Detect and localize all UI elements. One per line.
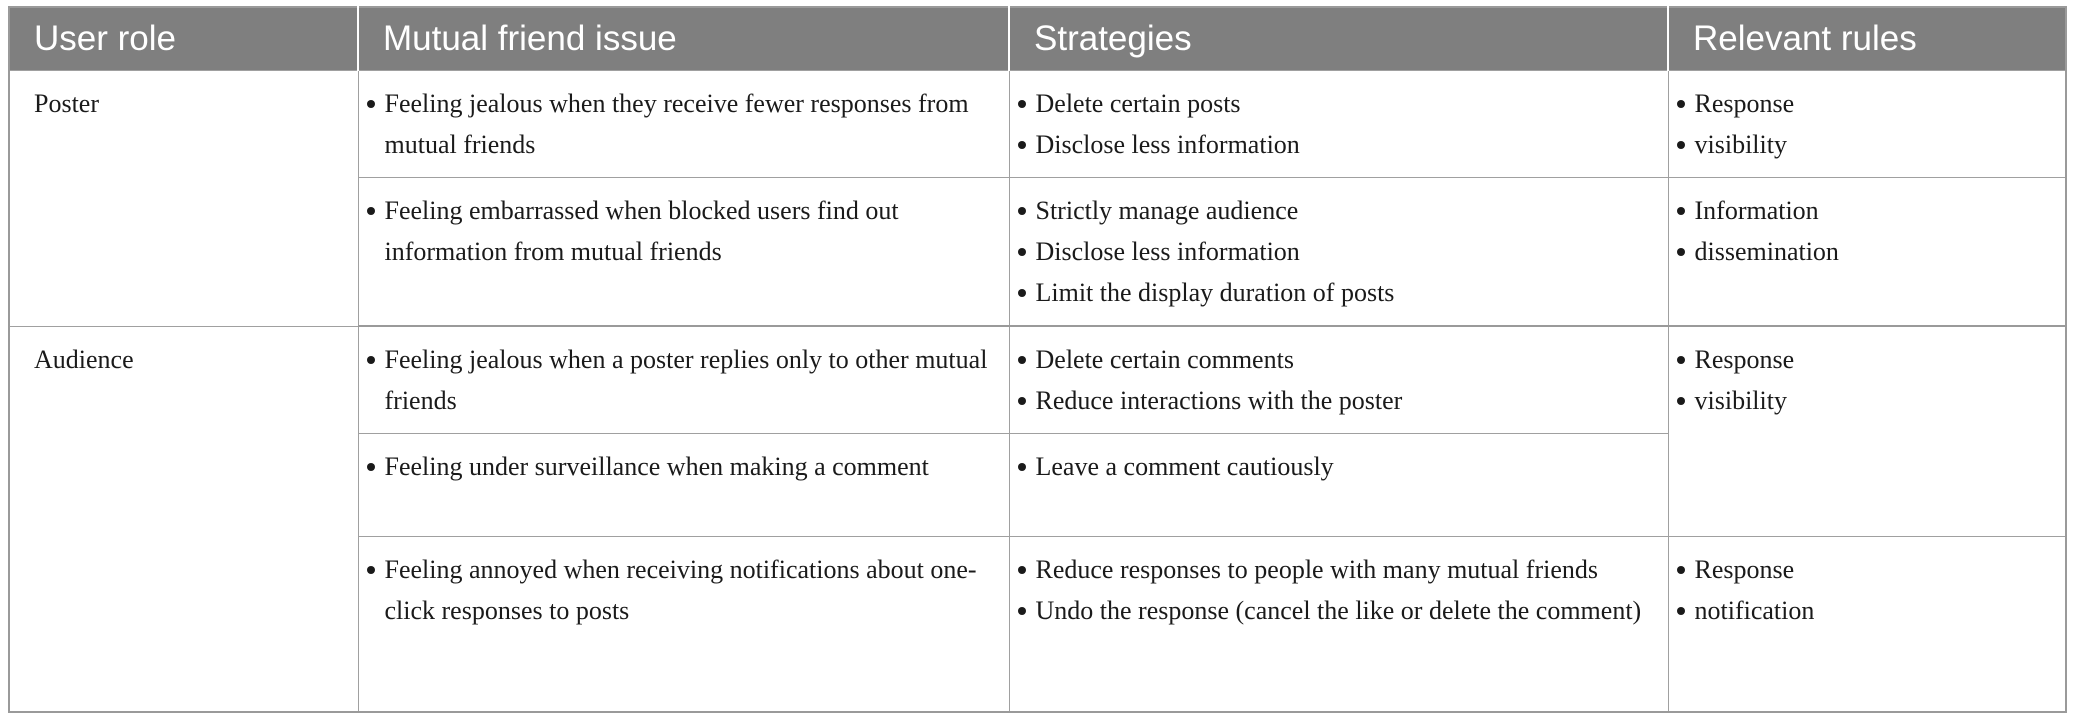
rules-cell: Response notification [1667, 536, 2067, 713]
list-item: Feeling jealous when they receive fewer … [365, 83, 1001, 165]
bullet-icon [366, 463, 375, 471]
header-user-role: User role [9, 7, 359, 71]
list-item: Disclose less information [1016, 231, 1660, 272]
list-item: Feeling embarrassed when blocked users f… [365, 190, 1001, 272]
bullet-icon [1676, 356, 1685, 364]
bullet-icon [1017, 607, 1026, 615]
bullet-icon [1017, 463, 1026, 471]
header-mutual-friend-issue: Mutual friend issue [358, 7, 1010, 71]
role-cell: Poster [8, 70, 359, 327]
strategies-cell: Reduce responses to people with many mut… [1008, 536, 1669, 713]
bullet-icon [1017, 289, 1026, 297]
list-item: dissemination [1675, 231, 2058, 272]
list-item: Reduce responses to people with many mut… [1016, 549, 1660, 590]
bullet-icon [1676, 248, 1685, 256]
list-item: Response [1675, 339, 2058, 380]
list-item: Delete certain posts [1016, 83, 1660, 124]
table-row: Feeling embarrassed when blocked users f… [9, 177, 2067, 327]
list-item: visibility [1675, 124, 2058, 165]
list-item: Undo the response (cancel the like or de… [1016, 590, 1660, 631]
mutual-friend-issues-table: User role Mutual friend issue Strategies… [8, 6, 2067, 713]
rules-cell: Information dissemination [1667, 177, 2067, 327]
list-item: Reduce interactions with the poster [1016, 380, 1660, 421]
bullet-icon [366, 207, 375, 215]
bullet-icon [1676, 566, 1685, 574]
header-row: User role Mutual friend issue Strategies… [9, 7, 2066, 71]
rules-cell: Response visibility [1667, 325, 2067, 537]
list-item: Response [1675, 549, 2058, 590]
bullet-icon [1017, 100, 1026, 108]
header-strategies: Strategies [1009, 7, 1669, 71]
table-row: Feeling annoyed when receiving notificat… [9, 536, 2067, 713]
list-item: visibility [1675, 380, 2058, 421]
bullet-icon [1017, 356, 1026, 364]
bullet-icon [366, 100, 375, 108]
list-item: Feeling under surveillance when making a… [365, 446, 1001, 487]
issue-cell: Feeling under surveillance when making a… [357, 433, 1010, 537]
list-item: notification [1675, 590, 2058, 631]
list-item: Limit the display duration of posts [1016, 272, 1660, 313]
bullet-icon [1676, 397, 1685, 405]
issue-cell: Feeling jealous when they receive fewer … [357, 70, 1010, 178]
list-item: Disclose less information [1016, 124, 1660, 165]
list-item: Feeling annoyed when receiving notificat… [365, 549, 1001, 631]
strategies-cell: Strictly manage audience Disclose less i… [1008, 177, 1669, 327]
table-row: Poster Feeling jealous when they receive… [8, 70, 2067, 327]
bullet-icon [1017, 397, 1026, 405]
role-cell: Audience [8, 325, 359, 713]
rules-cell: Response visibility [1667, 70, 2067, 178]
bullet-icon [1676, 141, 1685, 149]
table-container: User role Mutual friend issue Strategies… [8, 6, 2067, 713]
table-row: Audience Feeling jealous when a poster r… [8, 325, 2067, 713]
list-item: Leave a comment cautiously [1016, 446, 1660, 487]
strategies-cell: Delete certain comments Reduce interacti… [1008, 325, 1669, 434]
bullet-icon [366, 566, 375, 574]
list-item: Response [1675, 83, 2058, 124]
bullet-icon [1017, 207, 1026, 215]
bullet-icon [1676, 207, 1685, 215]
list-item: Feeling jealous when a poster replies on… [365, 339, 1001, 421]
table-row: Feeling under surveillance when making a… [9, 433, 2066, 537]
issue-cell: Feeling jealous when a poster replies on… [357, 325, 1010, 434]
bullet-icon [1676, 100, 1685, 108]
list-item: Strictly manage audience [1016, 190, 1660, 231]
bullet-icon [1017, 248, 1026, 256]
bullet-icon [1017, 141, 1026, 149]
bullet-icon [366, 356, 375, 364]
issue-cell: Feeling embarrassed when blocked users f… [357, 177, 1010, 327]
bullet-icon [1676, 607, 1685, 615]
list-item: Information [1675, 190, 2058, 231]
bullet-icon [1017, 566, 1026, 574]
issue-cell: Feeling annoyed when receiving notificat… [357, 536, 1010, 713]
strategies-cell: Delete certain posts Disclose less infor… [1008, 70, 1669, 178]
strategies-cell: Leave a comment cautiously [1008, 433, 1669, 537]
list-item: Delete certain comments [1016, 339, 1660, 380]
header-relevant-rules: Relevant rules [1668, 7, 2066, 71]
